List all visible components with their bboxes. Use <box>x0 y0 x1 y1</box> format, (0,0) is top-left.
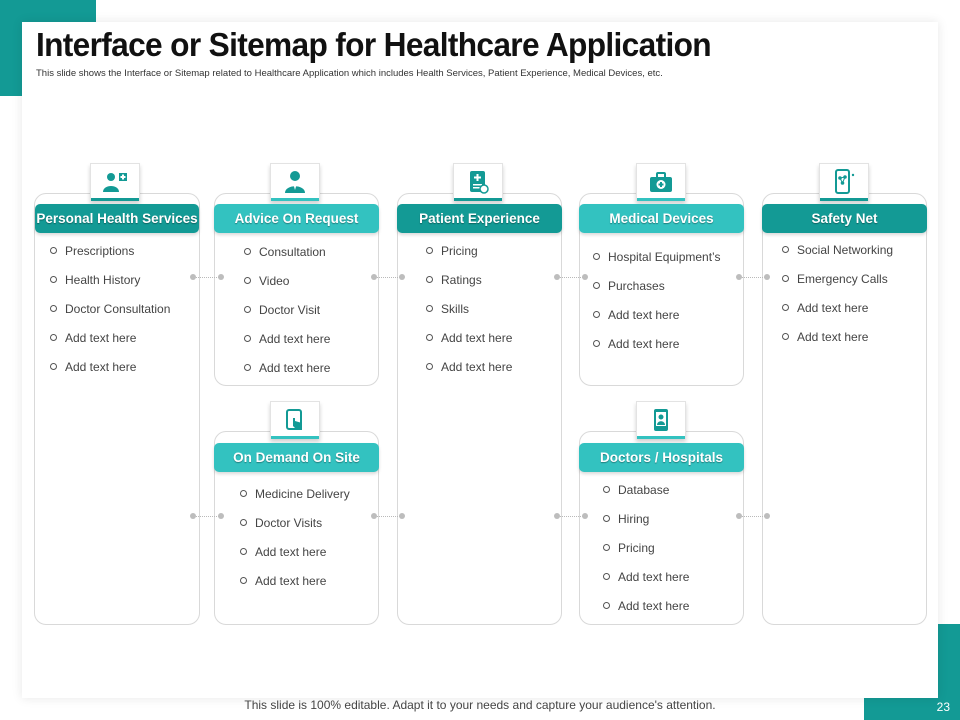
list-item: Add text here <box>426 331 512 360</box>
connector-6 <box>371 512 405 520</box>
doctor-person-icon <box>270 163 320 201</box>
list-item: Add text here <box>240 574 350 603</box>
list-item: Video <box>244 274 330 303</box>
page-title: Interface or Sitemap for Healthcare Appl… <box>36 26 712 63</box>
connector-1 <box>190 273 224 281</box>
list-item: Health History <box>50 273 170 302</box>
list-item: Ratings <box>426 273 512 302</box>
list-item: Add text here <box>244 361 330 390</box>
connector-7 <box>554 512 588 520</box>
list-item: Doctor Visits <box>240 516 350 545</box>
list-item: Add text here <box>240 545 350 574</box>
list-item: Purchases <box>593 279 721 308</box>
list-item: Hospital Equipment’s <box>593 250 721 279</box>
medical-report-icon <box>453 163 503 201</box>
list-advice-on-request: Consultation Video Doctor Visit Add text… <box>244 245 330 390</box>
page-number: 23 <box>936 700 950 714</box>
list-patient-experience: Pricing Ratings Skills Add text here Add… <box>426 244 512 389</box>
list-item: Add text here <box>782 330 893 359</box>
list-on-demand-on-site: Medicine Delivery Doctor Visits Add text… <box>240 487 350 603</box>
list-item: Social Networking <box>782 243 893 272</box>
list-item: Pricing <box>603 541 689 570</box>
list-item: Add text here <box>782 301 893 330</box>
column-safety-net <box>762 193 927 625</box>
header-on-demand-on-site: On Demand On Site <box>214 443 379 472</box>
header-safety-net: Safety Net <box>762 204 927 233</box>
connector-5 <box>190 512 224 520</box>
list-item: Doctor Consultation <box>50 302 170 331</box>
header-advice-on-request: Advice On Request <box>214 204 379 233</box>
header-patient-experience: Patient Experience <box>397 204 562 233</box>
list-item: Skills <box>426 302 512 331</box>
list-item: Add text here <box>593 337 721 366</box>
header-medical-devices: Medical Devices <box>579 204 744 233</box>
list-item: Doctor Visit <box>244 303 330 332</box>
list-safety-net: Social Networking Emergency Calls Add te… <box>782 243 893 359</box>
mobile-doctor-icon <box>636 401 686 439</box>
header-doctors-hospitals: Doctors / Hospitals <box>579 443 744 472</box>
list-item: Add text here <box>603 570 689 599</box>
list-item: Prescriptions <box>50 244 170 273</box>
list-item: Medicine Delivery <box>240 487 350 516</box>
tablet-touch-icon <box>270 401 320 439</box>
list-item: Database <box>603 483 689 512</box>
list-item: Add text here <box>593 308 721 337</box>
first-aid-kit-icon <box>636 163 686 201</box>
doctor-medical-icon <box>90 163 140 201</box>
list-doctors-hospitals: Database Hiring Pricing Add text here Ad… <box>603 483 689 628</box>
list-personal-health-services: Prescriptions Health History Doctor Cons… <box>50 244 170 389</box>
list-medical-devices: Hospital Equipment’s Purchases Add text … <box>593 250 721 366</box>
mobile-network-icon <box>819 163 869 201</box>
footer-note: This slide is 100% editable. Adapt it to… <box>244 698 716 712</box>
connector-8 <box>736 512 770 520</box>
header-personal-health-services: Personal Health Services <box>35 204 199 233</box>
list-item: Pricing <box>426 244 512 273</box>
column-patient-experience <box>397 193 562 625</box>
page-subtitle: This slide shows the Interface or Sitema… <box>36 68 663 79</box>
list-item: Add text here <box>426 360 512 389</box>
list-item: Add text here <box>244 332 330 361</box>
connector-3 <box>554 273 588 281</box>
list-item: Hiring <box>603 512 689 541</box>
connector-4 <box>736 273 770 281</box>
connector-2 <box>371 273 405 281</box>
list-item: Consultation <box>244 245 330 274</box>
list-item: Add text here <box>50 360 170 389</box>
list-item: Emergency Calls <box>782 272 893 301</box>
list-item: Add text here <box>50 331 170 360</box>
column-personal-health <box>34 193 200 625</box>
list-item: Add text here <box>603 599 689 628</box>
